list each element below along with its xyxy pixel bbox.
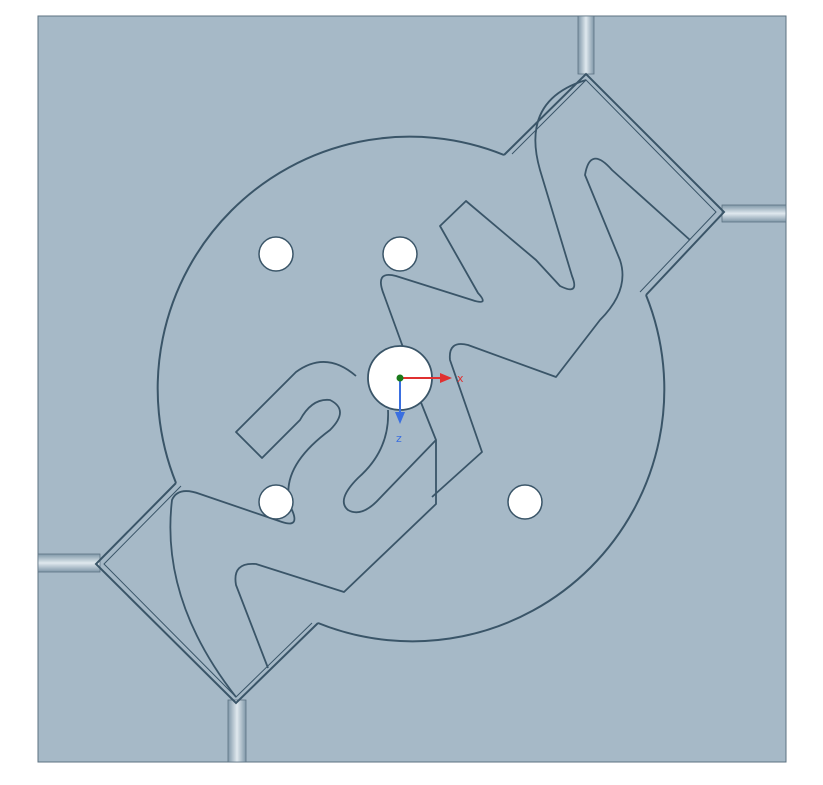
mounting-hole-bottom-right: [507, 484, 543, 520]
rib-right: [721, 204, 787, 223]
body-outline: [94, 72, 726, 705]
z-axis-arrowhead: [395, 412, 405, 424]
z-axis-label: z: [396, 432, 402, 445]
coordinate-triad: x z: [395, 372, 464, 445]
rib-top: [577, 15, 595, 75]
origin-dot: [396, 374, 404, 382]
x-axis-label: x: [457, 372, 464, 385]
corner-ribs: [37, 15, 787, 763]
rib-bottom: [227, 699, 247, 763]
rib-left: [37, 553, 101, 573]
mounting-holes: [258, 236, 543, 520]
mounting-hole-bottom-left: [258, 484, 294, 520]
mounting-hole-top-left: [258, 236, 294, 272]
mounting-hole-top-middle: [382, 236, 418, 272]
serpentine-channel-lower: [169, 361, 437, 698]
x-axis-arrowhead: [440, 373, 452, 383]
serpentine-channel-upper: [380, 79, 691, 498]
